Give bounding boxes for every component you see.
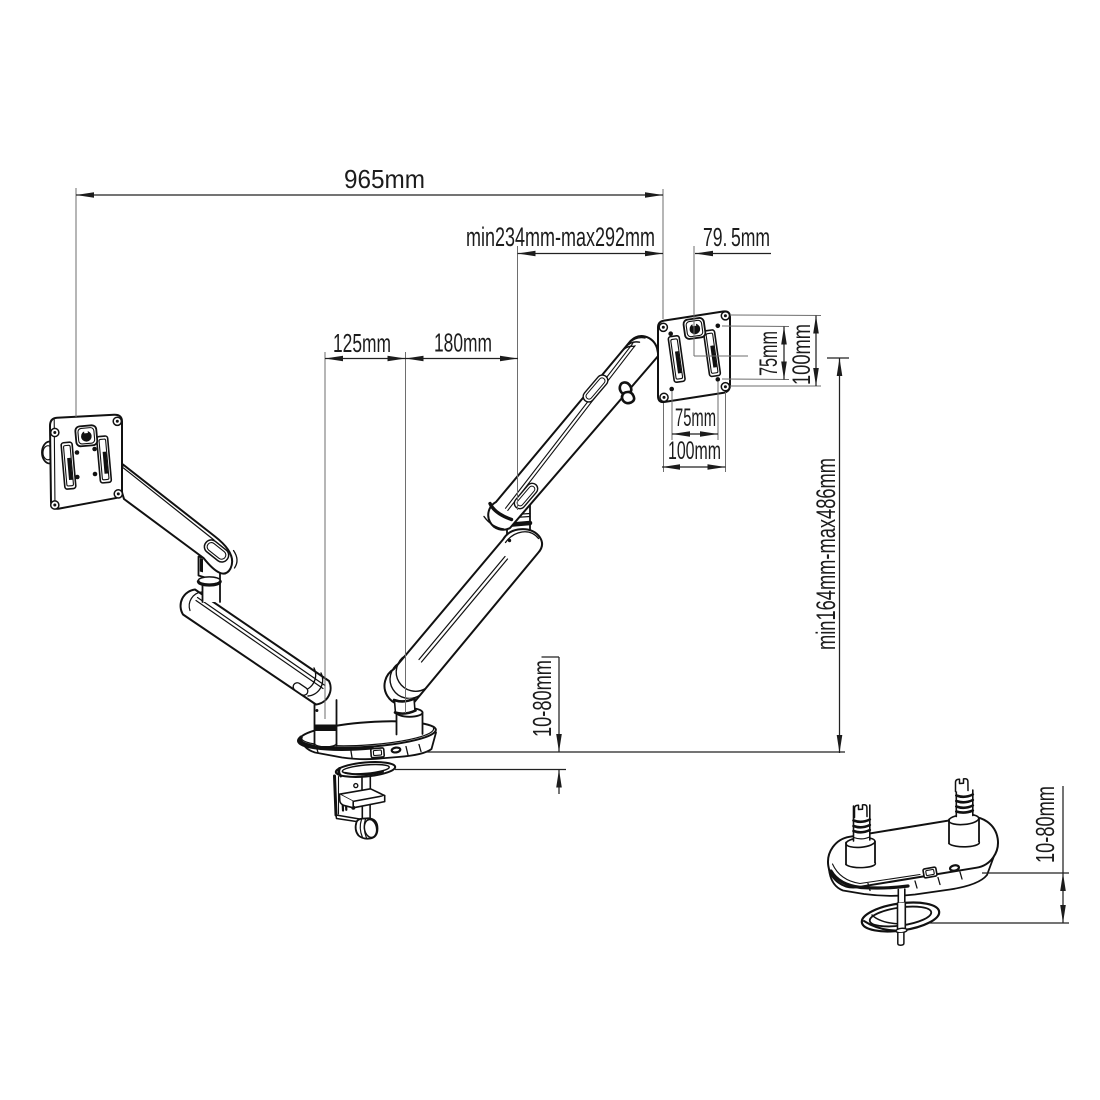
svg-text:75mm: 75mm [755,331,783,376]
svg-text:79. 5mm: 79. 5mm [703,222,770,252]
svg-text:min234mm-max292mm: min234mm-max292mm [466,222,655,252]
svg-text:965mm: 965mm [344,164,425,194]
svg-text:10-80mm: 10-80mm [1030,786,1060,863]
svg-text:10-80mm: 10-80mm [527,660,557,737]
svg-text:180mm: 180mm [434,328,492,358]
svg-text:min164mm-max486mm: min164mm-max486mm [811,458,841,650]
svg-text:100mm: 100mm [668,437,721,465]
svg-text:125mm: 125mm [333,328,391,358]
svg-text:100mm: 100mm [788,324,816,385]
svg-text:75mm: 75mm [675,404,716,432]
